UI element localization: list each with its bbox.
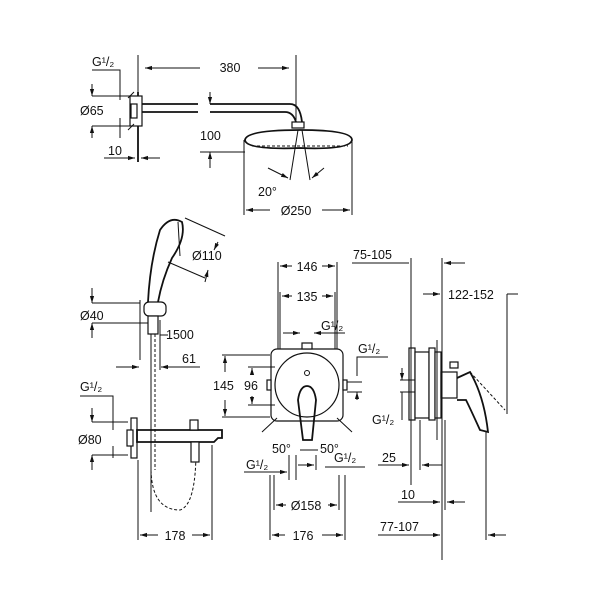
depth-total-label: 77-107: [380, 520, 419, 534]
width-outer-label: 146: [297, 260, 318, 274]
mixer-side-drawing: 75-105 122-152 G¹/₂ 25 10 77-107: [352, 248, 518, 560]
head-thread-label: G¹/₂: [92, 55, 114, 69]
projection-label: 61: [182, 352, 196, 366]
offset-label: 25: [382, 451, 396, 465]
spray-angle-label: 20°: [258, 185, 277, 199]
flange-diameter-label: Ø65: [80, 104, 104, 118]
hand-shower-drawing: Ø110 Ø40 1500 61: [80, 217, 226, 512]
drop-label: 100: [200, 129, 221, 143]
mixer-front-drawing: 146 135 G¹/₂ G¹/₂ 145 96 50° 50° G¹/₂ G¹…: [213, 260, 388, 543]
angle-right-label: 50°: [320, 442, 339, 456]
thread-top-label: G¹/₂: [321, 319, 343, 333]
thread-bottom-left-label: G¹/₂: [246, 458, 268, 472]
cover-diameter-label: Ø158: [291, 499, 322, 513]
height-outer-label: 145: [213, 379, 234, 393]
spout-thread-label: G¹/₂: [80, 380, 102, 394]
head-shower-drawing: 380 G¹/₂ Ø65 100 10 20° Ø250: [80, 55, 353, 218]
spout-flange-diameter-label: Ø80: [78, 433, 102, 447]
hand-shower-diameter-label: Ø110: [192, 249, 222, 263]
angle-left-label: 50°: [272, 442, 291, 456]
thread-bottom-right-label: G¹/₂: [334, 451, 356, 465]
arm-length-label: 380: [220, 61, 241, 75]
height-inner-label: 96: [244, 379, 258, 393]
install-depth-label: 75-105: [353, 248, 392, 262]
bath-spout-drawing: G¹/₂ Ø80 178: [78, 380, 223, 543]
wall-offset-label: 10: [108, 144, 122, 158]
width-total-label: 176: [293, 529, 314, 543]
wall-label: 10: [401, 488, 415, 502]
hose-length-label: 1500: [166, 328, 194, 342]
side-thread-label: G¹/₂: [372, 413, 394, 427]
spout-length-label: 178: [165, 529, 186, 543]
side-projection-label: 122-152: [448, 288, 494, 302]
holder-diameter-label: Ø40: [80, 309, 104, 323]
width-inner-label: 135: [297, 290, 318, 304]
head-diameter-label: Ø250: [281, 204, 312, 218]
thread-right-label: G¹/₂: [358, 342, 380, 356]
